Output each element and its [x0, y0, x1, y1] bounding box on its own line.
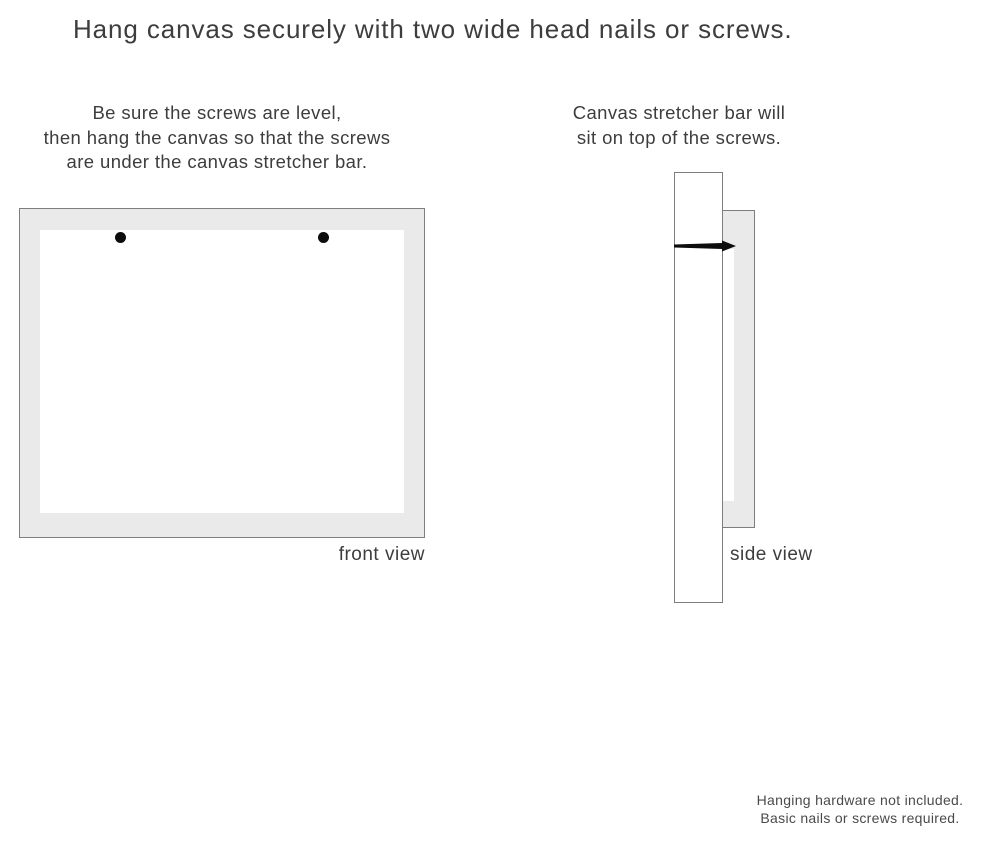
- side-view-label: side view: [730, 544, 813, 565]
- footnote-line-2: Basic nails or screws required.: [760, 810, 960, 826]
- front-instruction-line-2: then hang the canvas so that the screws: [43, 126, 391, 148]
- footnote-line-1: Hanging hardware not included.: [756, 792, 964, 808]
- side-instruction-text: Canvas stretcher bar will sit on top of …: [529, 101, 829, 150]
- hardware-footnote: Hanging hardware not included. Basic nai…: [730, 791, 990, 827]
- nail-icon: [674, 240, 736, 252]
- wall-bar-side-view: [674, 172, 723, 603]
- left-screw-dot: [115, 232, 126, 243]
- side-instruction-line-2: sit on top of the screws.: [576, 126, 782, 148]
- canvas-side-view: [720, 210, 755, 528]
- right-screw-dot: [318, 232, 329, 243]
- canvas-frame-front-view: [19, 208, 425, 538]
- front-view-label: front view: [338, 544, 425, 565]
- front-instruction-text: Be sure the screws are level, then hang …: [17, 101, 417, 175]
- side-instruction-line-1: Canvas stretcher bar will: [572, 102, 786, 123]
- front-instruction-line-3: are under the canvas stretcher bar.: [66, 151, 368, 172]
- front-instruction-line-1: Be sure the screws are level,: [92, 102, 342, 123]
- page-title: Hang canvas securely with two wide head …: [73, 14, 793, 44]
- canvas-recess-area: [721, 249, 734, 501]
- canvas-face: [40, 230, 404, 513]
